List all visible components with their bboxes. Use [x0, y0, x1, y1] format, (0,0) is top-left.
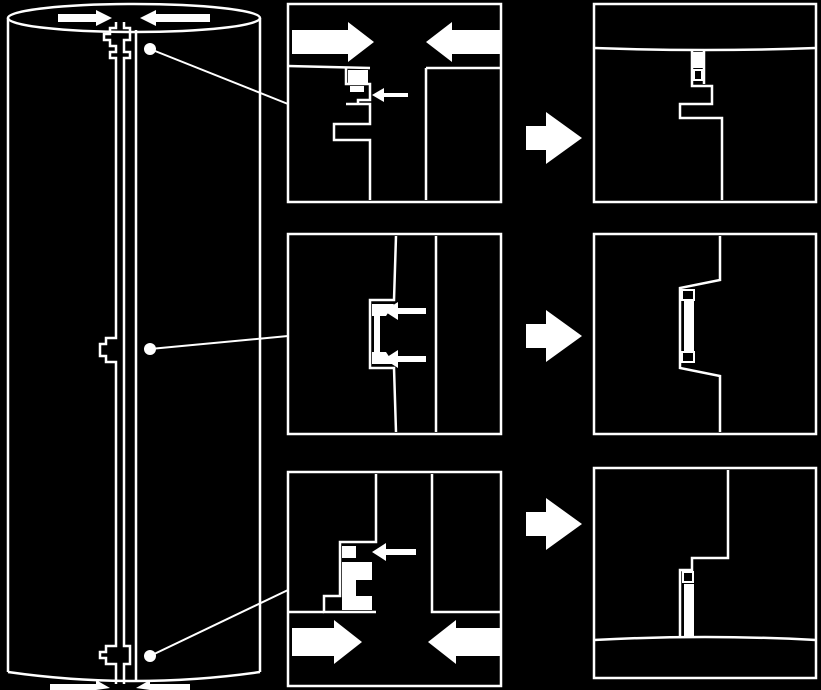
panel-top-before [286, 2, 503, 204]
push-arrow-icon [140, 10, 210, 26]
panel-bottom-after [592, 466, 818, 680]
process-arrow-icon [526, 310, 582, 362]
push-arrow-icon [136, 680, 190, 690]
small-arrow-icon [384, 350, 426, 368]
process-arrow-icon [526, 112, 582, 164]
small-arrow-icon [372, 543, 416, 561]
push-arrow-icon [428, 620, 500, 664]
callout-dot [144, 335, 289, 355]
push-arrow-icon [50, 680, 110, 690]
panel-middle-before [286, 232, 503, 436]
callout-dot [144, 589, 289, 662]
panel-middle-after [592, 232, 818, 436]
cylinder-shell [6, 2, 262, 684]
small-arrow-icon [384, 302, 426, 320]
push-arrow-icon [426, 22, 500, 62]
push-arrow-icon [58, 10, 112, 26]
process-arrow-icon [526, 498, 582, 550]
panel-top-after [592, 2, 818, 204]
push-arrow-icon [292, 22, 374, 62]
small-arrow-icon [372, 88, 408, 102]
push-arrow-icon [292, 620, 362, 664]
callout-dot [144, 43, 289, 105]
panel-bottom-before [286, 470, 503, 688]
